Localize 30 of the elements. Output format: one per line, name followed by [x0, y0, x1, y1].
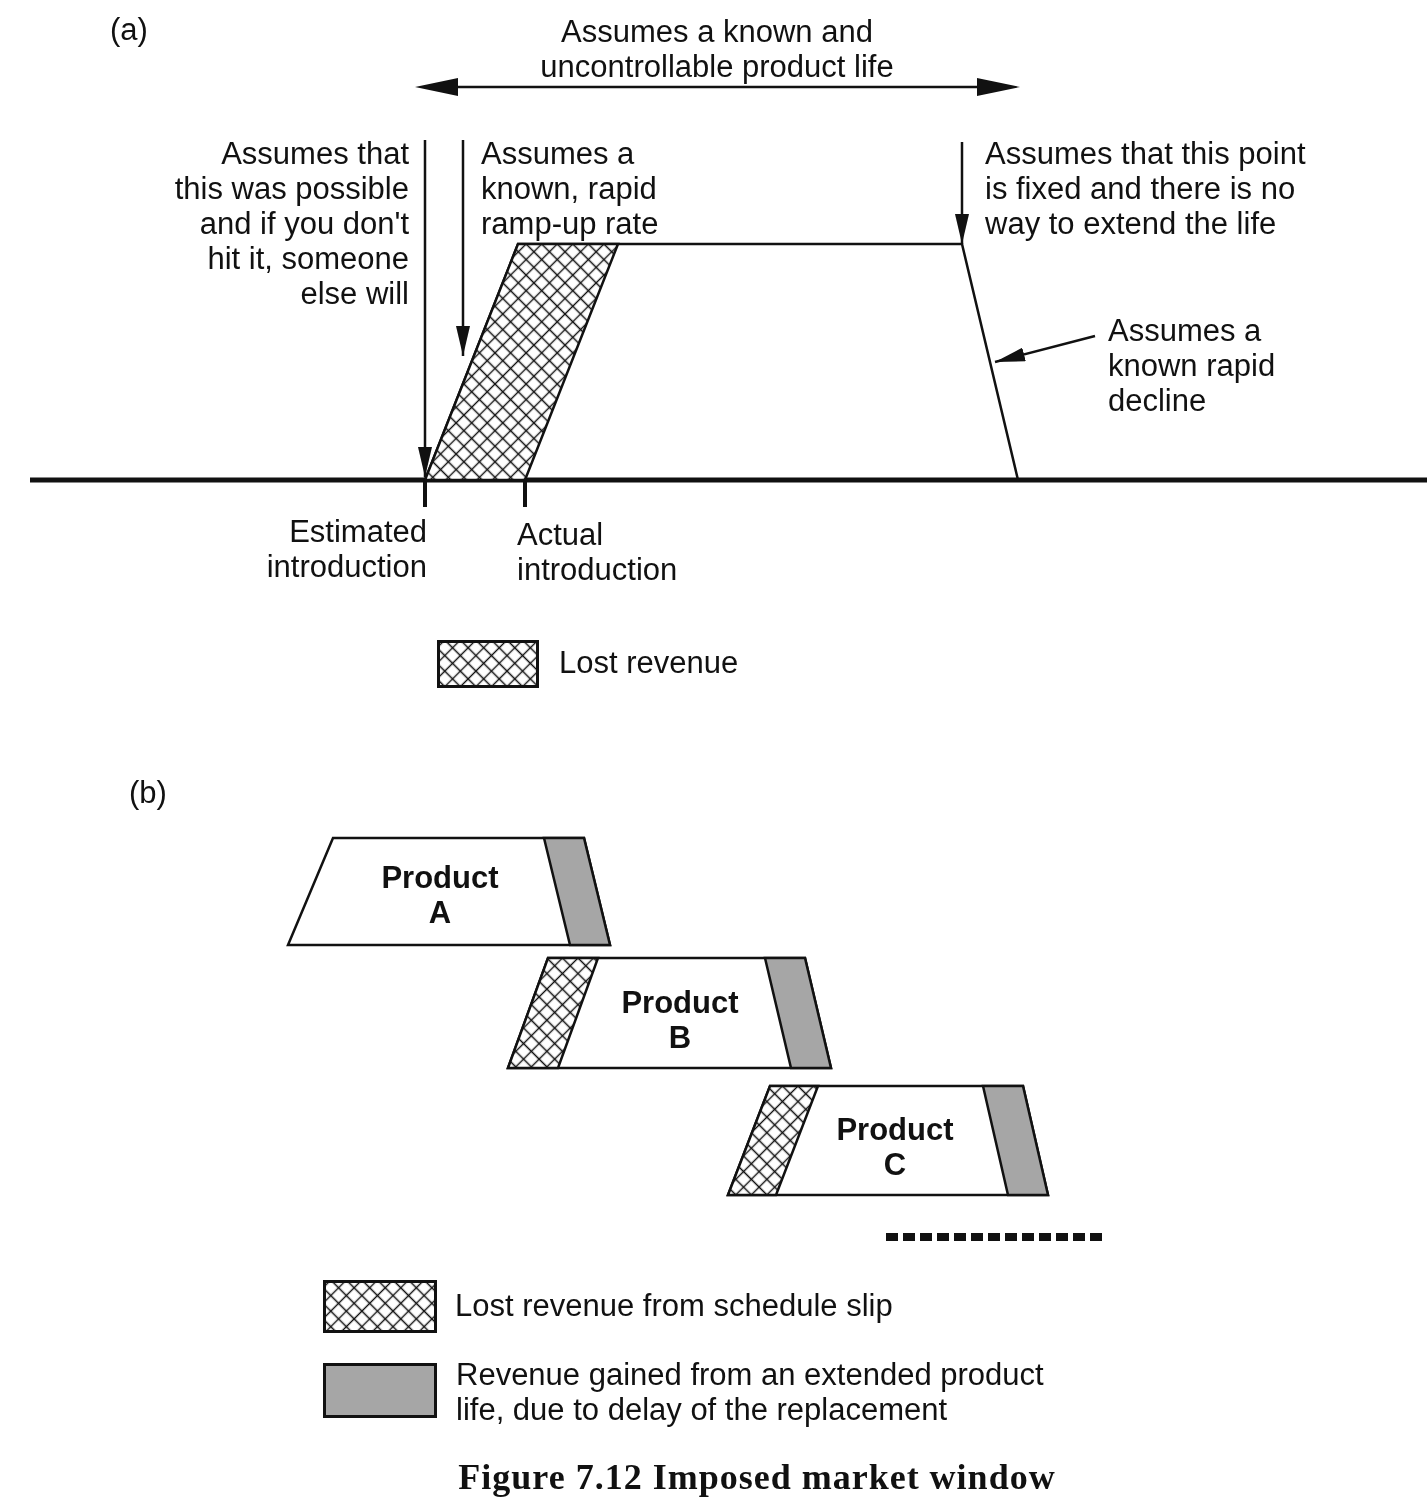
annotation-text: Assumes that this point is fixed and there is no way to extend the life [985, 136, 1310, 241]
leader-arrow [955, 142, 969, 244]
axis-label: Actual introduction [517, 517, 679, 587]
annotation-text: Assumes a known rapid decline [1108, 313, 1283, 418]
annotation-text: Assumes a known, rapid ramp-up rate [481, 136, 666, 241]
shaded-band [983, 1086, 1048, 1195]
product-label: Product A [380, 860, 500, 930]
hatched-band [728, 1086, 818, 1195]
product-label: Product B [620, 985, 740, 1055]
axis-label: Estimated introduction [265, 514, 427, 584]
panel-label: (b) [129, 775, 167, 810]
hatched-band [508, 958, 598, 1068]
figure-caption: Figure 7.12 Imposed market window [458, 1457, 1056, 1497]
shaded-band [765, 958, 831, 1068]
market-window-trapezoid [425, 244, 1018, 480]
annotation-text: Assumes that this was possible and if you don't hit it, someone else will [169, 136, 409, 311]
product-trapezoid [728, 1086, 1048, 1195]
legend-label: Lost revenue from schedule slip [455, 1288, 893, 1323]
leader-arrow [994, 334, 1096, 364]
product-trapezoid [508, 958, 831, 1068]
panel-label: (a) [110, 12, 148, 47]
legend-label: Revenue gained from an extended product life, due to delay of the replacement [456, 1357, 1045, 1427]
shaded-band [544, 838, 610, 945]
legend-label: Lost revenue [559, 645, 739, 680]
product-trapezoid [288, 838, 610, 945]
product-label: Product C [835, 1112, 955, 1182]
dimension-label: Assumes a known and uncontrollable product life [539, 14, 895, 84]
leader-arrow [456, 140, 470, 356]
leader-arrow [418, 140, 432, 477]
hatched-band [425, 244, 618, 480]
